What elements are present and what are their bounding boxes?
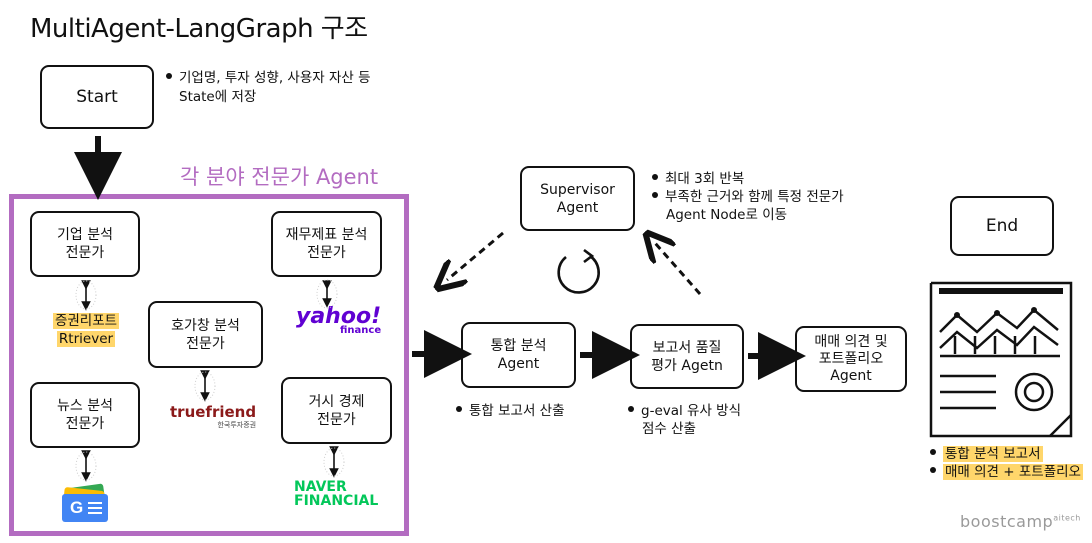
end-note-line2: 매매 의견 + 포트폴리오 [930, 463, 1083, 481]
google-news-icon: G [60, 483, 110, 522]
supervisor-node[interactable]: Supervisor Agent [520, 166, 635, 231]
quality-to-supervisor-arrow [655, 243, 702, 295]
bullet-icon [930, 467, 936, 473]
report-retriever-tool: 증권리포트 Rtriever [52, 313, 120, 347]
yahoo-finance-logo: yahoo! finance [296, 304, 382, 336]
trade-portfolio-node[interactable]: 매매 의견 및 포트폴리오 Agent [795, 326, 907, 392]
bullet-icon [652, 174, 658, 180]
supervisor-note-line1: 최대 3회 반복 [652, 170, 744, 188]
integrated-analysis-node[interactable]: 통합 분석 Agent [461, 322, 576, 388]
quality-note-line2: 점수 산출 [642, 421, 696, 437]
end-node[interactable]: End [950, 196, 1054, 256]
start-node-label: Start [76, 87, 118, 107]
bullet-icon [652, 192, 658, 198]
end-note-line1: 통합 분석 보고서 [930, 445, 1043, 463]
order-book-node[interactable]: 호가창 분석 전문가 [148, 301, 263, 368]
loop-icon [557, 248, 600, 294]
supervisor-note-line2: 부족한 근거와 함께 특정 전문가 [652, 188, 844, 206]
boostcamp-watermark: boostcampaitech [960, 512, 1081, 531]
expert-agents-group [9, 194, 409, 536]
bullet-icon [628, 406, 634, 412]
bullet-icon [930, 449, 936, 455]
financial-statement-node[interactable]: 재무제표 분석 전문가 [271, 211, 382, 277]
integrated-note: 통합 보고서 산출 [456, 402, 565, 420]
truefriend-logo: truefriend 한국투자증권 [170, 403, 257, 429]
tool-connections [81, 280, 339, 482]
supervisor-note-line3: Agent Node로 이동 [666, 207, 788, 223]
news-analysis-node[interactable]: 뉴스 분석 전문가 [30, 382, 140, 448]
start-note-line2: State에 저장 [179, 89, 257, 105]
start-node[interactable]: Start [40, 65, 154, 129]
macro-economy-node[interactable]: 거시 경제 전문가 [281, 377, 392, 444]
page-title: MultiAgent-LangGraph 구조 [30, 14, 368, 44]
company-analysis-node[interactable]: 기업 분석 전문가 [30, 211, 140, 277]
bullet-icon [456, 406, 462, 412]
group-title: 각 분야 전문가 Agent [180, 165, 379, 189]
naver-financial-logo: NAVER FINANCIAL [294, 479, 379, 509]
report-document-icon [929, 281, 1073, 438]
start-note-line1: 기업명, 투자 성향, 사용자 자산 등 [166, 69, 371, 87]
bullet-icon [166, 73, 172, 79]
quality-note-line1: g-eval 유사 방식 [628, 402, 741, 420]
supervisor-to-group-arrow [447, 231, 504, 280]
